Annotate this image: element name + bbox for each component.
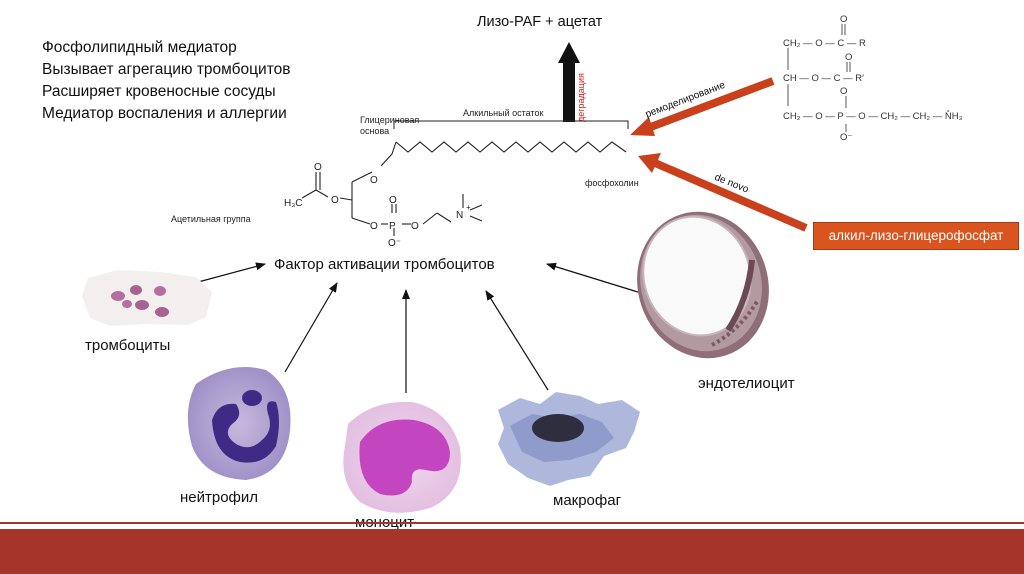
svg-text:O: O [840,86,847,97]
svg-text:CH — O — C — R′: CH — O — C — R′ [783,73,864,84]
svg-text:P: P [389,221,396,232]
svg-text:O: O [840,14,847,25]
reference-structure [787,24,851,132]
svg-text:O: O [411,221,419,232]
svg-text:H₃C: H₃C [284,198,303,209]
footer-band [0,529,1024,574]
acetyl-group-label: Ацетильная группа [171,214,251,224]
platelets-label: тромбоциты [85,337,171,354]
property-item: Медиатор воспаления и аллергии [42,105,287,122]
de-novo-arrow [638,153,808,232]
neutrophil-image [187,367,291,480]
svg-text:+: + [466,203,471,212]
paf-structure-atoms: H₃C O O O O P O O⁻ O N + [284,162,471,249]
macrophage-label: макрофаг [553,492,622,509]
svg-text:O: O [314,162,322,173]
footer-line [0,522,1024,524]
phosphocholine-label: фосфохолин [585,178,639,188]
platelets-image [82,270,212,326]
degradation-label: деградация [576,73,586,122]
center-label: Фактор активации тромбоцитов [274,256,495,273]
svg-text:O: O [331,195,339,206]
glycerol-base-label: Глицериновая основа [360,115,420,136]
macrophage-image [498,392,640,486]
properties-list: Фосфолипидный медиатор Вызывает агрегаци… [42,37,290,125]
monocyte-image [343,401,461,513]
alkyl-residue-label: Алкильный остаток [463,108,544,118]
neutrophil-label: нейтрофил [180,489,259,506]
property-item: Вызывает агрегацию тромбоцитов [42,61,291,78]
svg-text:O: O [389,195,397,206]
reference-structure-atoms: O CH₂ — O — C — R CH — O — C — R′ O O CH… [783,14,963,143]
svg-text:O: O [845,52,852,63]
degradation-arrow [558,42,580,122]
cell-arrows [186,262,681,393]
svg-text:N: N [456,210,463,221]
alkyl-bracket [393,120,629,129]
remodeling-arrow [630,77,775,136]
products-title: Лизо-PAF + ацетат [477,14,603,30]
endotheliocyte-image [637,211,769,359]
svg-text:O: O [370,221,378,232]
svg-text:O: O [370,175,378,186]
paf-structure [301,141,627,236]
svg-text:CH₂ — O — P — O — CH₂ — CH₂ —: CH₂ — O — P — O — CH₂ — CH₂ — N̊H₃ [783,111,963,122]
property-item: Расширяет кровеносные сосуды [42,83,276,100]
property-item: Фосфолипидный медиатор [42,39,237,56]
svg-text:O⁻: O⁻ [388,238,401,249]
precursor-box: алкил-лизо-глицерофосфат [813,222,1019,250]
svg-text:CH₂ — O — C — R: CH₂ — O — C — R [783,38,866,49]
endotheliocyte-label: эндотелиоцит [698,375,795,392]
svg-text:O⁻: O⁻ [840,132,852,143]
